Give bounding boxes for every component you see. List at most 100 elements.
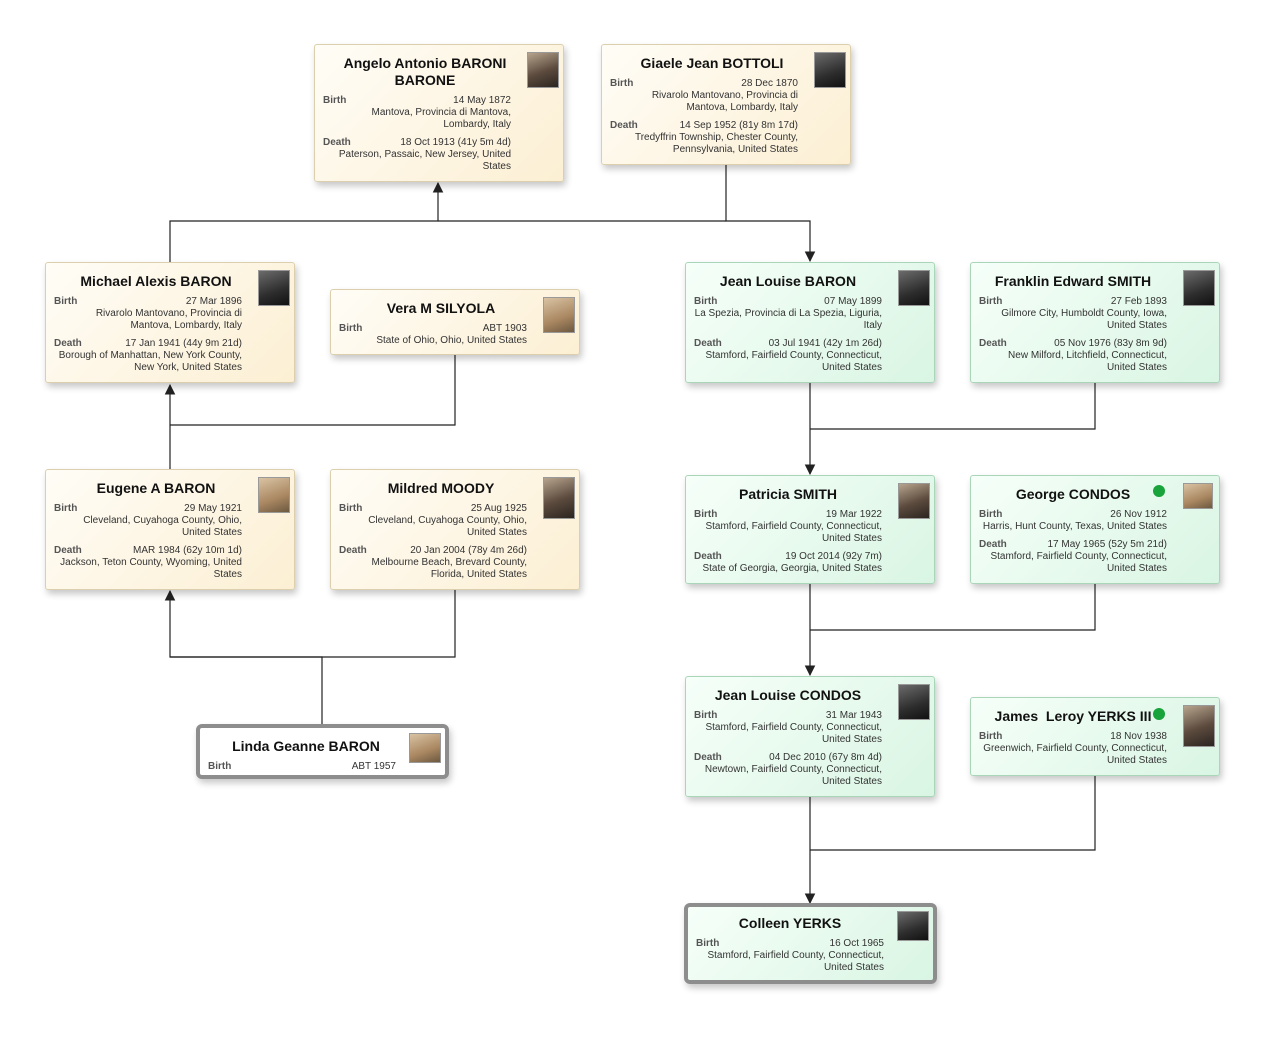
birth-date: 26 Nov 1912 [1110,509,1167,520]
birth-place: United States [823,962,884,973]
connector-michael-to-angelo [169,181,444,262]
person-card-jean-louise-condos[interactable]: Jean Louise CONDOS Birth 31 Mar 1943 Sta… [685,676,935,797]
person-card-franklin[interactable]: Franklin Edward SMITH Birth 27 Feb 1893 … [970,262,1220,383]
birth-label: Birth [979,296,1003,307]
birth-event: Birth 29 May 1921 Cleveland, Cuyahoga Co… [54,503,242,539]
death-label: Death [979,338,1007,349]
person-photo [1183,705,1215,747]
death-event: Death 17 Jan 1941 (44y 9m 21d) Borough o… [54,338,242,374]
death-place: Pennsylvania, United States [672,144,798,155]
death-place: United States [821,362,882,373]
death-date: 18 Oct 1913 (41y 5m 4d) [400,137,511,148]
connector-franklin-bar [810,383,1096,430]
birth-place: United States [1106,755,1167,766]
person-card-jean-louise-baron[interactable]: Jean Louise BARON Birth 07 May 1899 La S… [685,262,935,383]
person-photo [1183,483,1213,509]
birth-event: Birth 19 Mar 1922 Stamford, Fairfield Co… [694,509,882,545]
birth-label: Birth [694,710,718,721]
birth-event: Birth 27 Mar 1896 Rivarolo Mantovano, Pr… [54,296,242,332]
person-photo [258,270,290,306]
birth-place: Cleveland, Cuyahoga County, Ohio, [368,515,527,526]
birth-date: ABT 1957 [351,761,396,772]
birth-label: Birth [694,509,718,520]
person-photo [527,52,559,88]
birth-date: 27 Mar 1896 [185,296,242,307]
person-photo [543,477,575,519]
person-card-giaele[interactable]: Giaele Jean BOTTOLI Birth 28 Dec 1870 Ri… [601,44,851,165]
birth-label: Birth [54,503,78,514]
death-place: United States [1106,362,1167,373]
death-event: Death 04 Dec 2010 (67y 8m 4d) Newtown, F… [694,752,882,788]
person-photo [814,52,846,88]
death-place: Melbourne Beach, Brevard County, [371,557,527,568]
birth-place: Italy [863,320,882,331]
birth-date: 29 May 1921 [184,503,242,514]
person-photo [1183,270,1215,306]
death-label: Death [323,137,351,148]
birth-event: Birth 14 May 1872 Mantova, Provincia di … [323,95,511,131]
birth-date: 18 Nov 1938 [1110,731,1167,742]
birth-place: United States [466,527,527,538]
birth-place: Greenwich, Fairfield County, Connecticut… [983,743,1167,754]
death-event: Death 20 Jan 2004 (78y 4m 26d) Melbourne… [339,545,527,581]
birth-label: Birth [979,731,1003,742]
death-place: New Milford, Litchfield, Connecticut, [1008,350,1167,361]
birth-event: Birth 25 Aug 1925 Cleveland, Cuyahoga Co… [339,503,527,539]
person-photo [898,270,930,306]
birth-date: 28 Dec 1870 [741,78,798,89]
birth-date: 07 May 1899 [824,296,882,307]
death-date: 05 Nov 1976 (83y 8m 9d) [1054,338,1167,349]
death-place: States [213,569,242,580]
birth-date: ABT 1903 [482,323,527,334]
death-label: Death [54,338,82,349]
death-label: Death [694,338,722,349]
death-place: Newtown, Fairfield County, Connecticut, [704,764,882,775]
birth-event: Birth 18 Nov 1938 Greenwich, Fairfield C… [979,731,1167,767]
death-label: Death [979,539,1007,550]
birth-label: Birth [696,938,720,949]
marker-icon [1153,708,1165,720]
death-event: Death 14 Sep 1952 (81y 8m 17d) Tredyffri… [610,120,798,156]
birth-place: United States [181,527,242,538]
birth-place: Harris, Hunt County, Texas, United State… [982,521,1167,532]
person-card-mildred[interactable]: Mildred MOODY Birth 25 Aug 1925 Clevelan… [330,469,580,590]
person-card-vera[interactable]: Vera M SILYOLA Birth ABT 1903 State of O… [330,289,580,355]
person-card-eugene[interactable]: Eugene A BARON Birth 29 May 1921 Clevela… [45,469,295,590]
birth-place: Mantova, Provincia di Mantova, [371,107,511,118]
person-name: Jean Louise BARON [719,273,857,289]
death-place: Borough of Manhattan, New York County, [58,350,242,361]
death-place: United States [821,776,882,787]
death-label: Death [610,120,638,131]
birth-label: Birth [54,296,78,307]
birth-place: Cleveland, Cuyahoga County, Ohio, [83,515,242,526]
person-photo [258,477,290,513]
person-card-linda[interactable]: Linda Geanne BARON Birth ABT 1957 [196,724,449,779]
birth-event: Birth ABT 1957 [208,761,396,773]
death-date: 17 May 1965 (52y 5m 21d) [1047,539,1167,550]
birth-date: 27 Feb 1893 [1110,296,1167,307]
birth-event: Birth 07 May 1899 La Spezia, Provincia d… [694,296,882,332]
person-photo [898,483,930,519]
birth-date: 19 Mar 1922 [825,509,882,520]
birth-event: Birth 31 Mar 1943 Stamford, Fairfield Co… [694,710,882,746]
person-name: Colleen YERKS [738,915,842,931]
person-name: Linda Geanne BARON [232,738,380,754]
birth-date: 14 May 1872 [453,95,511,106]
death-event: Death 03 Jul 1941 (42y 1m 26d) Stamford,… [694,338,882,374]
person-card-patricia[interactable]: Patricia SMITH Birth 19 Mar 1922 Stamfor… [685,475,935,584]
birth-place: United States [821,734,882,745]
person-card-michael[interactable]: Michael Alexis BARON Birth 27 Mar 1896 R… [45,262,295,383]
person-card-george[interactable]: George CONDOS Birth 26 Nov 1912 Harris, … [970,475,1220,584]
birth-place: Gilmore City, Humboldt County, Iowa, [1001,308,1167,319]
death-date: 03 Jul 1941 (42y 1m 26d) [768,338,882,349]
person-photo [898,684,930,720]
death-place: Jackson, Teton County, Wyoming, United [60,557,242,568]
death-event: Death MAR 1984 (62y 10m 1d) Jackson, Tet… [54,545,242,581]
birth-event: Birth 27 Feb 1893 Gilmore City, Humboldt… [979,296,1167,332]
birth-event: Birth ABT 1903 State of Ohio, Ohio, Unit… [339,323,527,347]
person-card-colleen[interactable]: Colleen YERKS Birth 16 Oct 1965 Stamford… [684,903,937,984]
person-card-james[interactable]: James Leroy YERKS III Birth 18 Nov 1938 … [970,697,1220,776]
